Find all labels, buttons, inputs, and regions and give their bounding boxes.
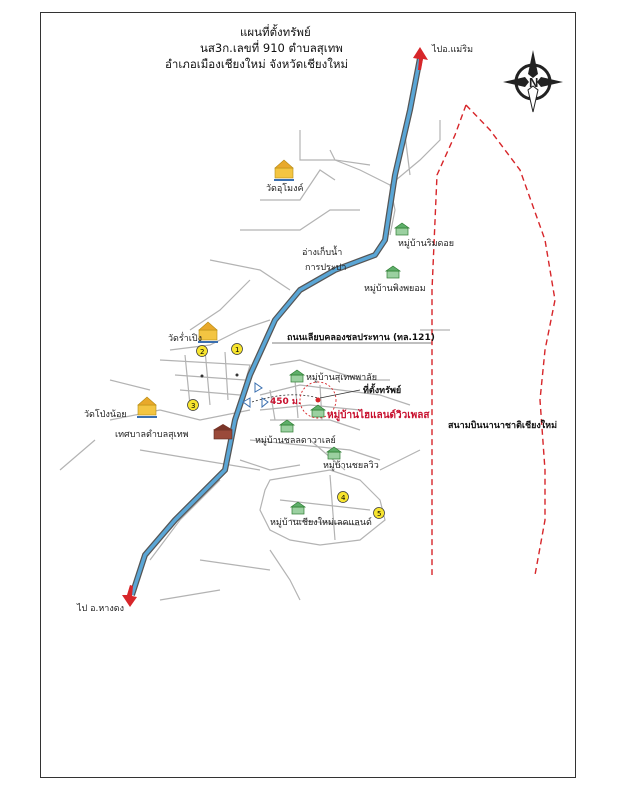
label-to-hang-dong: ไป อ.หางดง — [76, 603, 124, 614]
temple-icon-ram-poeng — [198, 321, 218, 343]
arrow-south-icon — [122, 585, 137, 607]
svg-text:3: 3 — [191, 402, 195, 410]
label-wat-umong: วัดอุโมงค์ — [266, 182, 304, 194]
marker-3: 3 — [187, 399, 199, 411]
arrow-north-icon — [413, 47, 428, 70]
village-icon-rimdoi — [393, 222, 411, 236]
property-point-icon — [315, 397, 321, 403]
highway-121 — [129, 57, 423, 596]
village-icon-chonlada — [278, 419, 296, 433]
label-village-hillside: หมู่บ้านเชียงใหม่เลคแลนด์ — [270, 516, 372, 528]
svg-text:4: 4 — [341, 494, 346, 502]
local-roads — [59, 120, 450, 601]
label-reservoir-line1: อ่างเก็บน้ำ — [302, 245, 342, 258]
map-title: แผนที่ตั้งทรัพย์ — [240, 24, 311, 39]
label-village-phing-phayom: หมู่บ้านพิงพยอม — [364, 283, 426, 294]
label-property-project: หมู่บ้านไฮแลนด์วิวเพลส — [327, 408, 430, 422]
label-reservoir-line2: การประปา — [305, 263, 346, 273]
label-distance: 450 ม. — [270, 397, 301, 407]
point-marker-2 — [200, 374, 204, 378]
label-canal-road: ถนนเลียบคลองชลประทาน (ทล.121) — [287, 332, 435, 343]
village-icon-lake-view — [325, 446, 343, 460]
property-radius — [299, 381, 337, 419]
label-village-chonlada: หมู่บ้านชลลดาวาเลย์ — [255, 434, 336, 446]
village-icon-hillside — [289, 501, 307, 515]
map-subtitle-location: อำเภอเมืองเชียงใหม่ จังหวัดเชียงใหม่ — [165, 57, 348, 71]
marker-4: 4 — [337, 491, 349, 503]
compass-icon: N — [503, 50, 563, 113]
label-property: ที่ตั้งทรัพย์ — [363, 383, 401, 396]
distance-arc — [251, 394, 319, 403]
point-marker-1 — [235, 373, 239, 377]
village-icon-phing-phayom — [384, 265, 402, 279]
village-icon-suthep-phalai — [288, 369, 306, 383]
svg-text:1: 1 — [235, 346, 239, 354]
municipality-building-icon — [213, 424, 233, 440]
label-village-suthep-phalai: หมู่บ้านสุเทพพาลัย — [306, 372, 377, 383]
label-village-rimdoi: หมู่บ้านริมดอย — [398, 238, 454, 249]
airport-boundary — [431, 104, 556, 576]
label-wat-pong-noi: วัดโป่งน้อย — [84, 409, 127, 420]
temple-icon-pong-noi — [137, 396, 157, 418]
label-municipality: เทศบาลตำบลสุเทพ — [115, 429, 189, 440]
property-pointer-line — [319, 389, 361, 399]
label-to-mae-rim: ไปอ.แม่ริม — [431, 44, 473, 55]
interchange-icon — [242, 382, 269, 409]
marker-2: 2 — [196, 345, 208, 357]
svg-text:5: 5 — [377, 510, 381, 518]
map-frame — [40, 12, 576, 778]
village-icon-property — [309, 404, 327, 418]
marker-5: 5 — [373, 507, 385, 519]
temple-icon-umong — [274, 159, 294, 181]
marker-1: 1 — [231, 343, 243, 355]
label-wat-ram-poeng: วัดร่ำเปิง — [168, 331, 202, 344]
map-subtitle-deed: นส3ก.เลขที่ 910 ตำบลสุเทพ — [200, 40, 343, 55]
compass-north-letter: N — [529, 75, 538, 90]
label-airport: สนามบินนานาชาติเชียงใหม่ — [448, 419, 557, 431]
label-village-lake-view: หมู่บ้านชยลวิว — [323, 460, 379, 471]
svg-text:2: 2 — [200, 348, 204, 356]
